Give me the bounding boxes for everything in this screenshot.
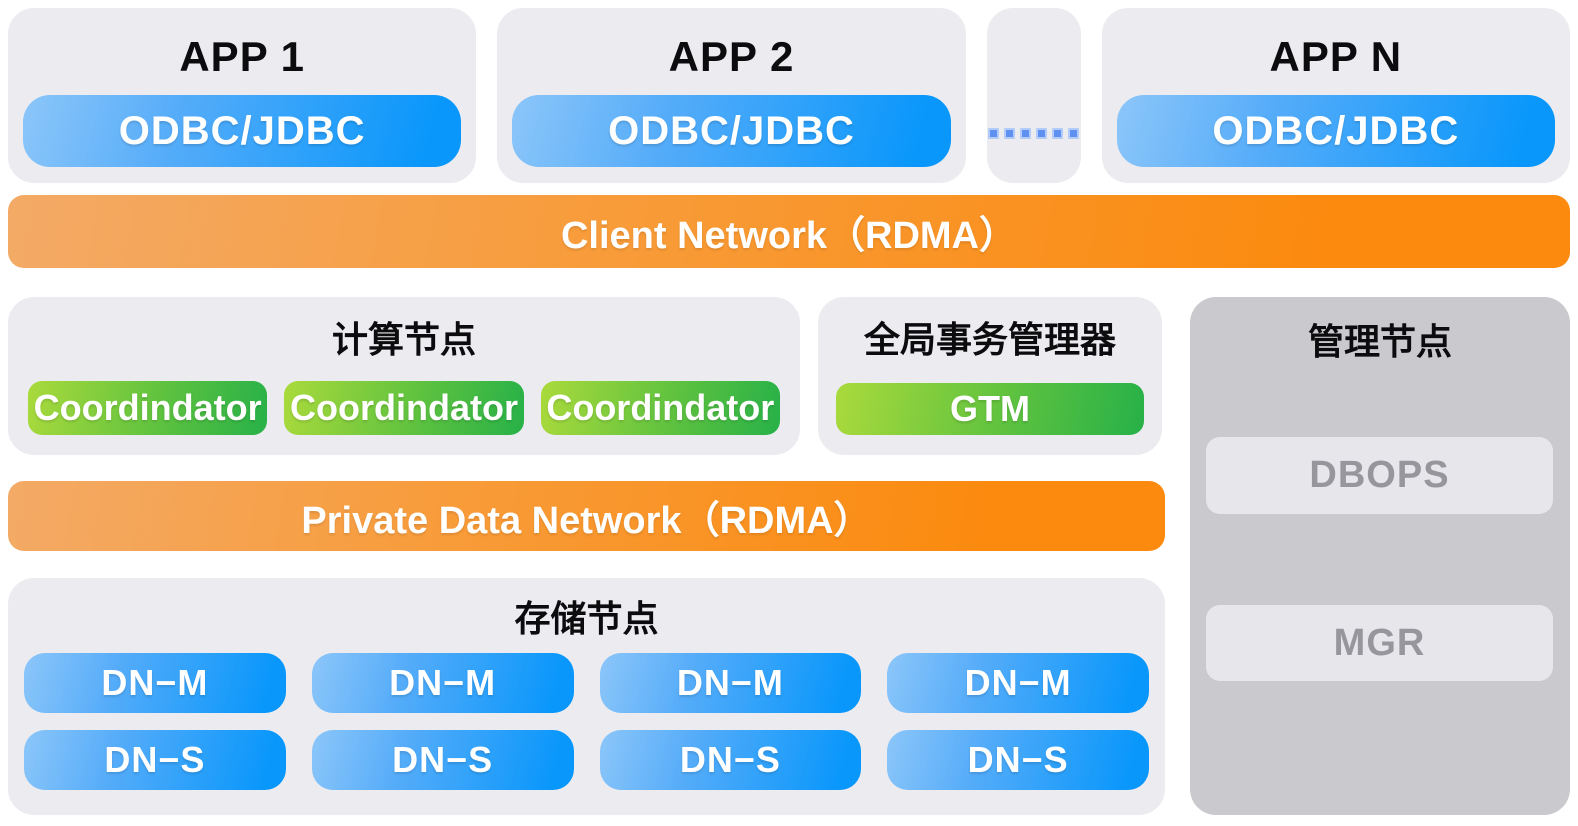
compute-node-panel: 计算节点 Coordindator Coordindator Coordinda… [8, 297, 800, 455]
client-network-bar: Client Network（RDMA） [8, 195, 1570, 268]
gtm-button: GTM [836, 383, 1144, 435]
ellipsis-dots-icon [988, 128, 1080, 139]
app-panel-n: APP N ODBC/JDBC [1101, 8, 1570, 183]
dn-master-button-2: DN−M [311, 653, 574, 713]
app-row: APP 1 ODBC/JDBC APP 2 ODBC/JDBC APP N OD… [8, 8, 1570, 183]
management-node-title: 管理节点 [1307, 321, 1452, 362]
gtm-panel: 全局事务管理器 GTM [818, 297, 1162, 455]
private-data-network-bar: Private Data Network（RDMA） [8, 481, 1165, 551]
app-2-odbc-jdbc-button: ODBC/JDBC [512, 95, 951, 167]
coordinator-button-2: Coordindator [284, 381, 524, 435]
app-2-title: APP 2 [668, 32, 795, 80]
app-1-odbc-jdbc-button: ODBC/JDBC [23, 95, 462, 167]
management-node-panel: 管理节点 DBOPS MGR [1190, 297, 1570, 815]
dn-master-button-3: DN−M [599, 653, 862, 713]
dn-slave-button-4: DN−S [887, 730, 1149, 790]
dbops-box: DBOPS [1206, 437, 1553, 514]
app-ellipsis-panel [986, 8, 1081, 183]
storage-node-panel: 存储节点 DN−M DN−M DN−M DN−M DN−S DN−S DN−S … [8, 578, 1165, 815]
app-n-title: APP N [1269, 32, 1403, 80]
dn-slave-button-3: DN−S [599, 730, 862, 790]
mgr-box: MGR [1206, 605, 1553, 681]
dn-master-button-1: DN−M [24, 653, 286, 713]
coordinator-button-1: Coordindator [28, 381, 268, 435]
app-1-title: APP 1 [179, 32, 305, 80]
app-panel-2: APP 2 ODBC/JDBC [497, 8, 966, 183]
gtm-title: 全局事务管理器 [863, 319, 1116, 360]
app-panel-1: APP 1 ODBC/JDBC [8, 8, 477, 183]
coordinator-button-3: Coordindator [540, 381, 780, 435]
dn-slave-button-1: DN−S [24, 730, 286, 790]
storage-node-title: 存储节点 [514, 598, 659, 639]
app-n-odbc-jdbc-button: ODBC/JDBC [1116, 95, 1555, 167]
dn-slave-button-2: DN−S [311, 730, 574, 790]
coordinator-row: Coordindator Coordindator Coordindator [28, 381, 780, 435]
dn-master-button-4: DN−M [887, 653, 1149, 713]
dn-grid: DN−M DN−M DN−M DN−M DN−S DN−S DN−S DN−S [24, 653, 1149, 790]
compute-node-title: 计算节点 [331, 319, 476, 360]
